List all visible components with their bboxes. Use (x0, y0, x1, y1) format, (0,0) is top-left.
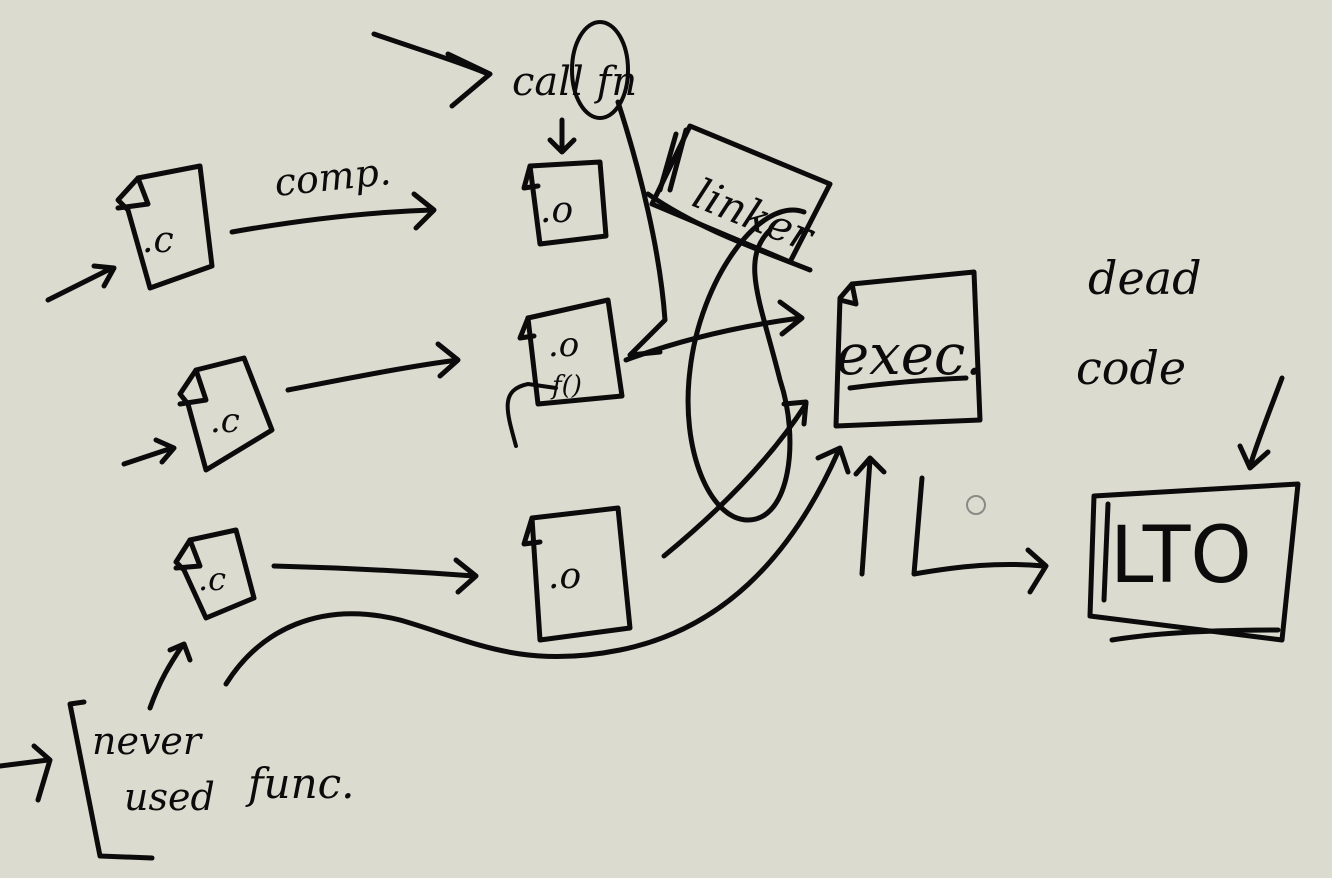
label-never: never (92, 719, 204, 763)
linker-loop (685, 207, 807, 523)
bracket-never-used (67, 699, 155, 861)
arrow-up-into-exec (853, 455, 887, 577)
arrow-to-call (371, 31, 493, 109)
file-c-3: .c (173, 527, 257, 621)
exec-box: exec. (833, 269, 983, 429)
arrow-into-c-2 (121, 437, 177, 467)
arrow-never-used-to-c (147, 641, 193, 711)
arrow-middle-o-to-exec (623, 299, 805, 363)
svg-text:.c: .c (210, 401, 240, 441)
arrow-into-never-used (0, 743, 53, 803)
arrow-top-o-to-exec (645, 191, 813, 273)
arrow-row-2 (285, 341, 461, 393)
label-comp: comp. (272, 149, 393, 205)
circle-fn (570, 20, 630, 120)
svg-text:.c: .c (142, 220, 174, 261)
pointer-cursor-icon (966, 495, 986, 515)
arrow-exec-to-lto (911, 475, 1049, 595)
arrow-dead-to-lto (1237, 375, 1285, 471)
arrow-into-top-o (547, 117, 577, 155)
label-dead: dead (1088, 251, 1202, 305)
label-code: code (1076, 341, 1186, 395)
svg-text:.o: .o (548, 325, 579, 365)
file-c-2: .c (177, 355, 275, 473)
arrow-comp (229, 191, 437, 235)
arrow-row-3 (271, 557, 479, 595)
svg-text:.o: .o (548, 556, 581, 597)
file-c-1: .c (115, 163, 215, 291)
label-used: used (124, 775, 215, 819)
file-o-bottom: .o (521, 505, 633, 643)
svg-text:.c: .c (198, 560, 226, 598)
file-o-top: .o (521, 159, 609, 247)
arrow-never-used-to-exec (223, 445, 851, 687)
call-link-line (615, 99, 668, 358)
label-lto: LTO (1110, 511, 1252, 601)
arrow-into-c-1 (45, 263, 117, 303)
arrow-bottom-o-to-exec (661, 399, 809, 559)
label-func: func. (245, 759, 355, 808)
lto-box: LTO (1087, 481, 1301, 643)
file-o-middle: .o f() (505, 297, 625, 448)
svg-text:.o: .o (540, 190, 573, 231)
